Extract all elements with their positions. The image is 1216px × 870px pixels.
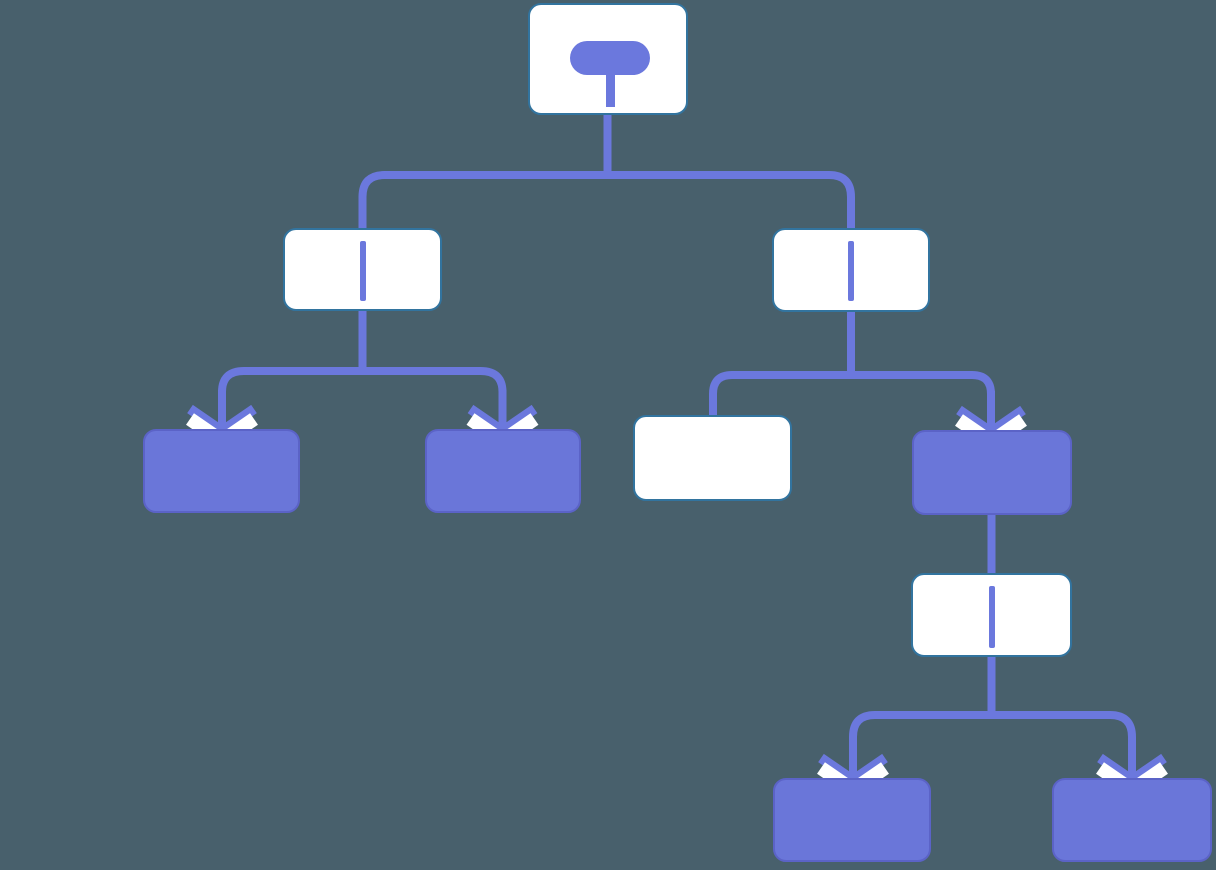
node-task-left-1[interactable] — [143, 429, 300, 513]
node-task-right[interactable] — [912, 430, 1072, 515]
node-branch-right[interactable] — [772, 228, 930, 312]
node-task-bottom-1[interactable] — [773, 778, 931, 862]
vertical-bar-icon — [988, 586, 995, 648]
node-card-plain[interactable] — [633, 415, 792, 501]
node-task-left-2[interactable] — [425, 429, 581, 513]
node-task-bottom-2[interactable] — [1052, 778, 1212, 862]
node-branch-left[interactable] — [283, 228, 442, 311]
edge-branch-left-split — [218, 367, 507, 398]
vertical-bar-icon — [359, 241, 366, 301]
pill-stem-icon — [605, 69, 615, 107]
vertical-bar-icon — [848, 241, 854, 301]
edge-branch-sub-split — [849, 711, 1136, 746]
edge-branch-right-split — [709, 371, 995, 416]
node-root[interactable] — [528, 3, 688, 115]
node-branch-sub[interactable] — [911, 573, 1072, 657]
edge-root-to-branches — [358, 171, 855, 231]
